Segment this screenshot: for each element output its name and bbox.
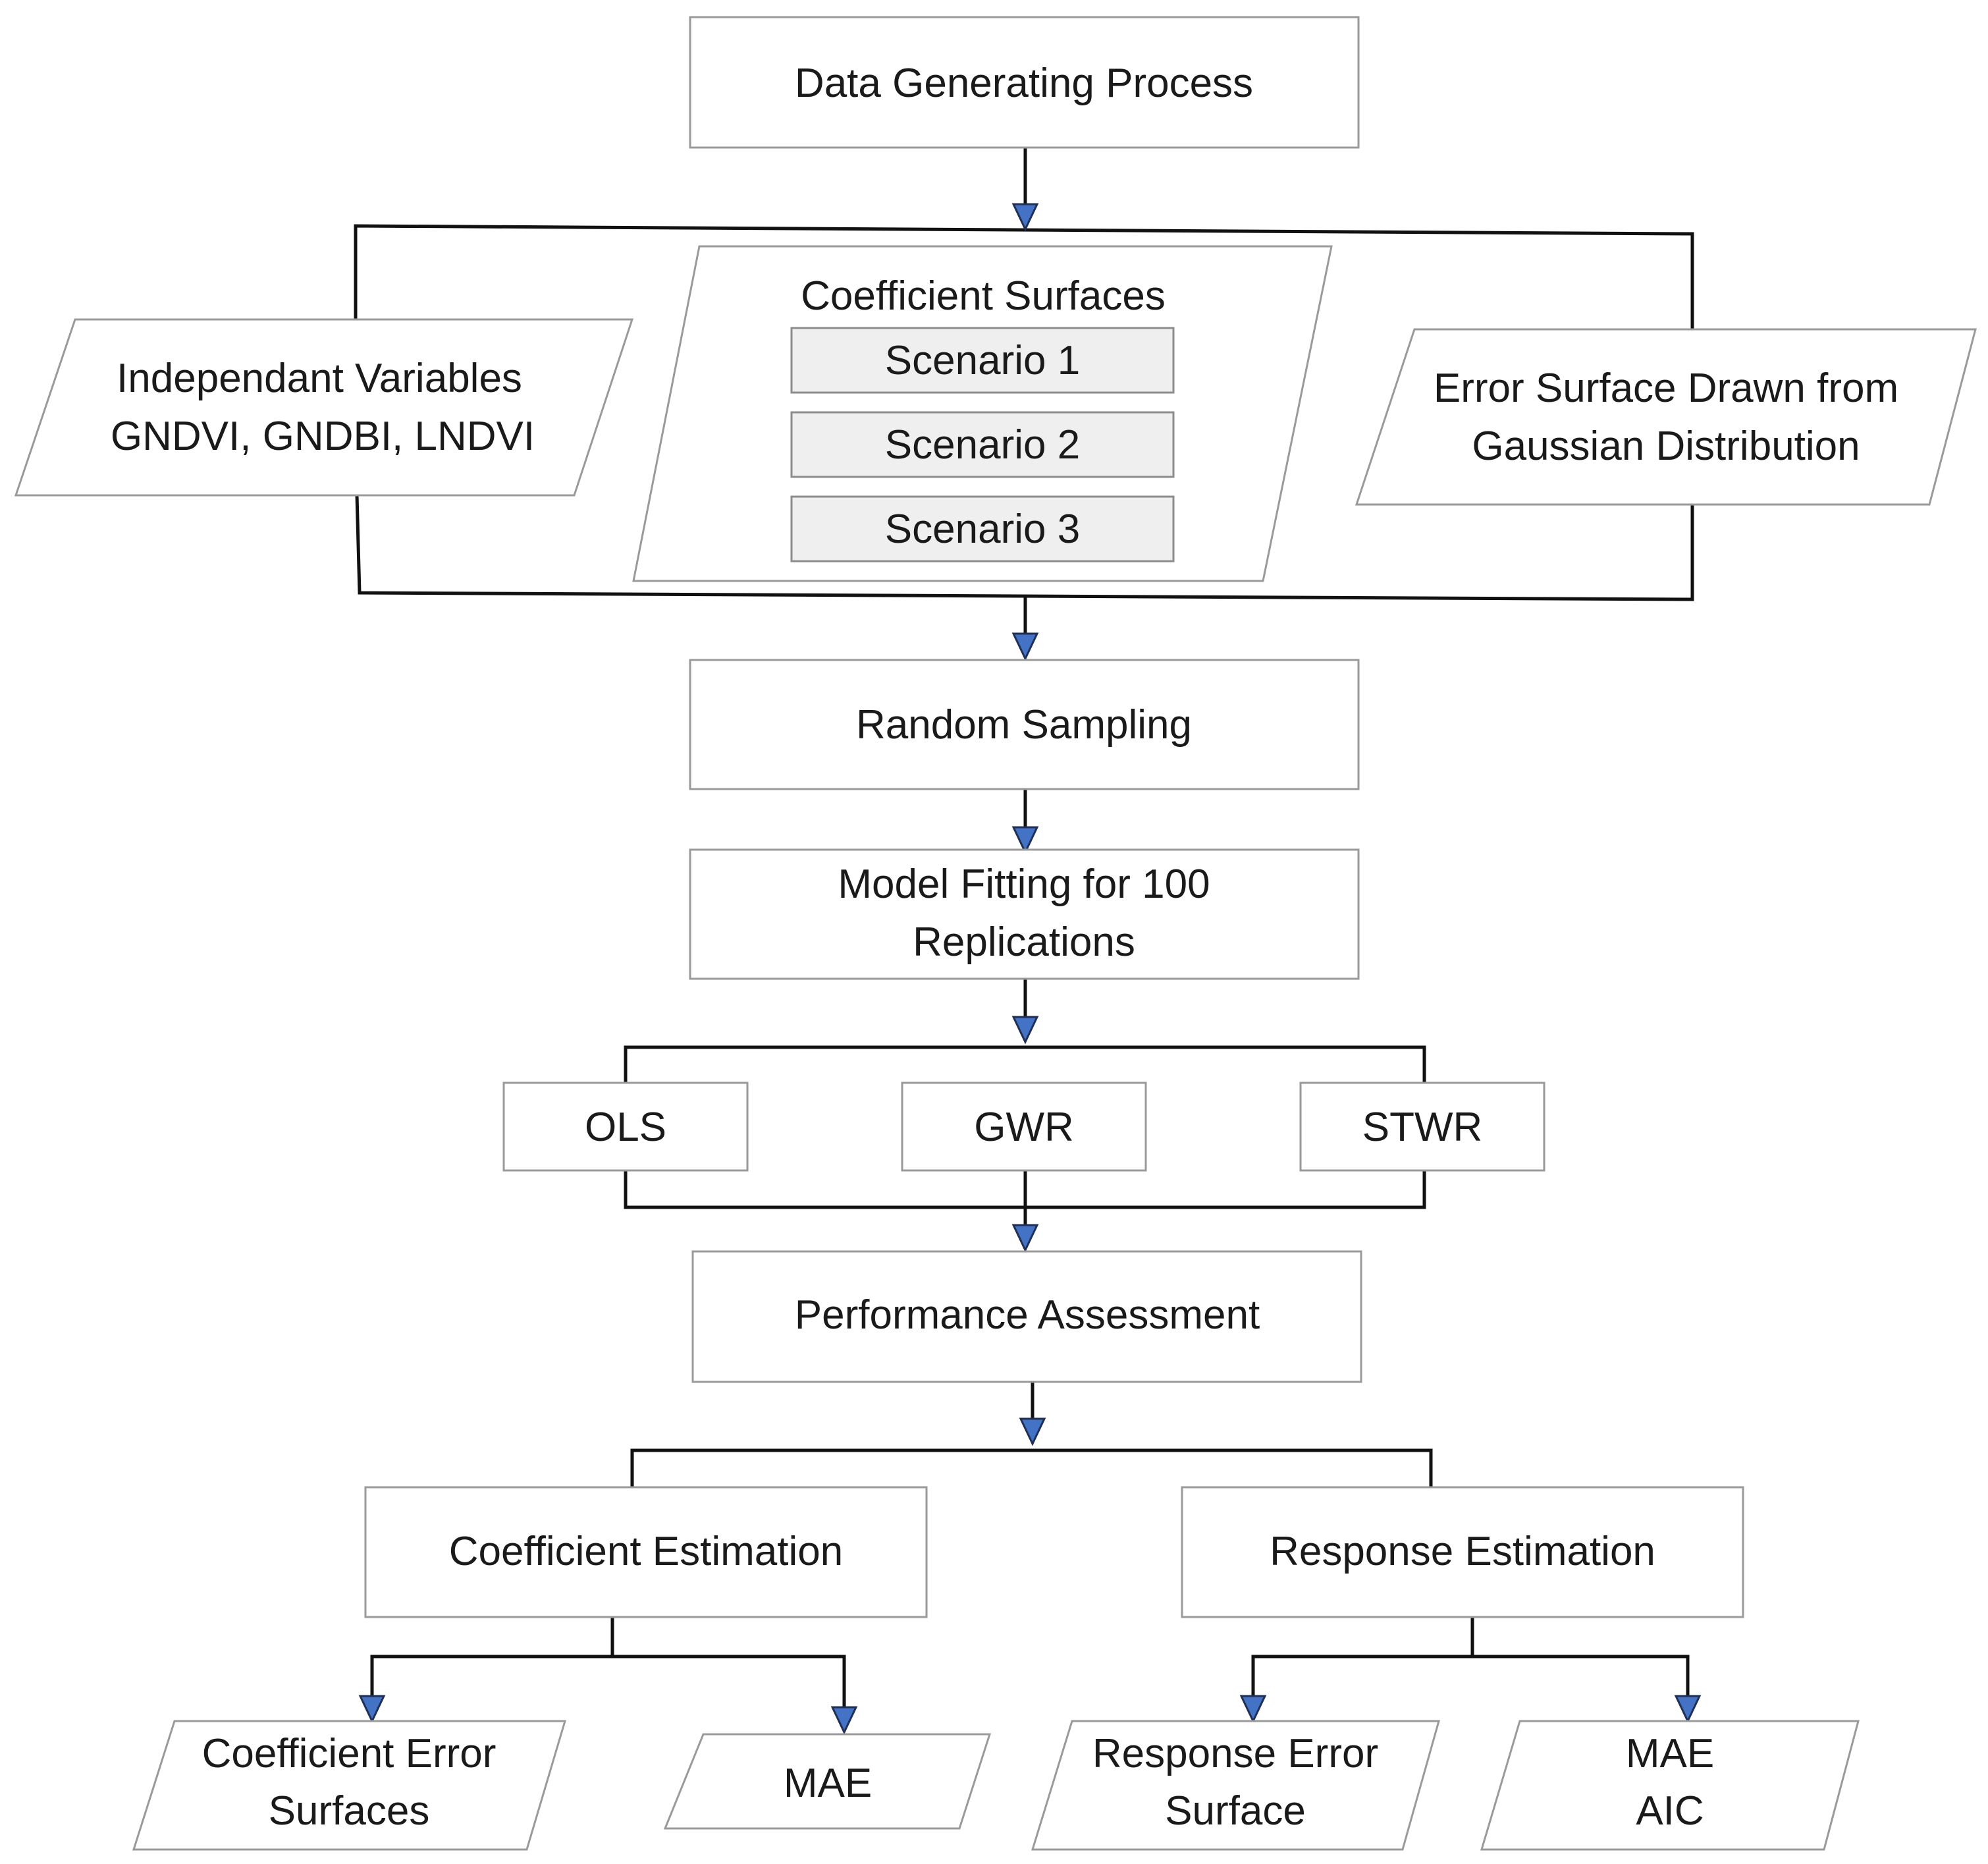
independent-variables-list: GNDVI, GNDBI, LNDVI	[111, 414, 535, 459]
error-surface-label: Error Surface Drawn from	[1434, 366, 1898, 411]
model-fitting-label: Model Fitting for 100	[838, 862, 1210, 907]
arrowhead	[1239, 1695, 1267, 1724]
error-surface-box: Error Surface Drawn from Gaussian Distri…	[1355, 328, 1977, 506]
response-aic-label: AIC	[1636, 1788, 1704, 1834]
error-surface-label-2: Gaussian Distribution	[1472, 424, 1860, 469]
arrowhead	[1011, 632, 1039, 661]
scenario-3-label: Scenario 3	[885, 507, 1080, 552]
performance-assessment-box: Performance Assessment	[691, 1250, 1362, 1383]
coefficient-mae-label: MAE	[784, 1761, 872, 1806]
coefficient-mae-box: MAE	[663, 1733, 992, 1830]
response-estimation-label: Response Estimation	[1270, 1529, 1655, 1574]
model-fitting-label-2: Replications	[913, 919, 1135, 965]
arrowhead	[1011, 826, 1039, 855]
arrowhead	[1674, 1695, 1702, 1724]
scenario-2-box: Scenario 2	[790, 411, 1175, 478]
random-sampling-label: Random Sampling	[856, 702, 1192, 748]
stwr-label: STWR	[1362, 1105, 1483, 1150]
scenario-3-box: Scenario 3	[790, 495, 1175, 562]
independent-variables-box: Independant Variables GNDVI, GNDBI, LNDV…	[14, 318, 634, 497]
gwr-box: GWR	[901, 1082, 1147, 1172]
ols-label: OLS	[585, 1105, 666, 1150]
model-fitting-box: Model Fitting for 100 Replications	[689, 848, 1360, 980]
arrowhead	[358, 1695, 386, 1724]
connector-lines	[354, 148, 1694, 1709]
response-metrics-box: MAE AIC	[1480, 1720, 1860, 1851]
coefficient-estimation-box: Coefficient Estimation	[364, 1486, 928, 1618]
response-error-surface-box: Response Error Surface	[1031, 1720, 1440, 1851]
random-sampling-box: Random Sampling	[689, 659, 1360, 790]
arrowhead	[1011, 1016, 1039, 1045]
data-generating-process-box: Data Generating Process	[689, 16, 1360, 149]
scenario-1-box: Scenario 1	[790, 327, 1175, 394]
arrowhead	[1011, 1224, 1039, 1253]
performance-assessment-label: Performance Assessment	[795, 1292, 1260, 1338]
arrowhead	[1019, 1417, 1046, 1446]
coefficient-estimation-label: Coefficient Estimation	[449, 1529, 843, 1574]
response-error-surface-label-2: Surface	[1165, 1788, 1306, 1834]
scenario-2-label: Scenario 2	[885, 422, 1080, 468]
coefficient-surfaces-box: Coefficient Surfaces Scenario 1 Scenario…	[632, 245, 1333, 582]
arrowhead	[830, 1706, 858, 1735]
response-error-surface-label: Response Error	[1092, 1731, 1378, 1776]
scenario-1-label: Scenario 1	[885, 338, 1080, 383]
coefficient-surfaces-label: Coefficient Surfaces	[801, 273, 1166, 319]
independent-variables-label: Independant Variables	[117, 356, 522, 401]
coefficient-error-surfaces-label-2: Surfaces	[269, 1788, 430, 1834]
stwr-box: STWR	[1299, 1082, 1545, 1172]
coefficient-error-surfaces-box: Coefficient Error Surfaces	[132, 1720, 567, 1851]
response-estimation-box: Response Estimation	[1181, 1486, 1744, 1618]
data-generating-process-label: Data Generating Process	[795, 61, 1253, 106]
ols-box: OLS	[502, 1082, 749, 1172]
arrowhead	[1011, 203, 1039, 232]
arrowheads	[358, 203, 1702, 1735]
response-mae-label: MAE	[1626, 1731, 1714, 1776]
coefficient-error-surfaces-label: Coefficient Error	[202, 1731, 497, 1776]
gwr-label: GWR	[974, 1105, 1074, 1150]
